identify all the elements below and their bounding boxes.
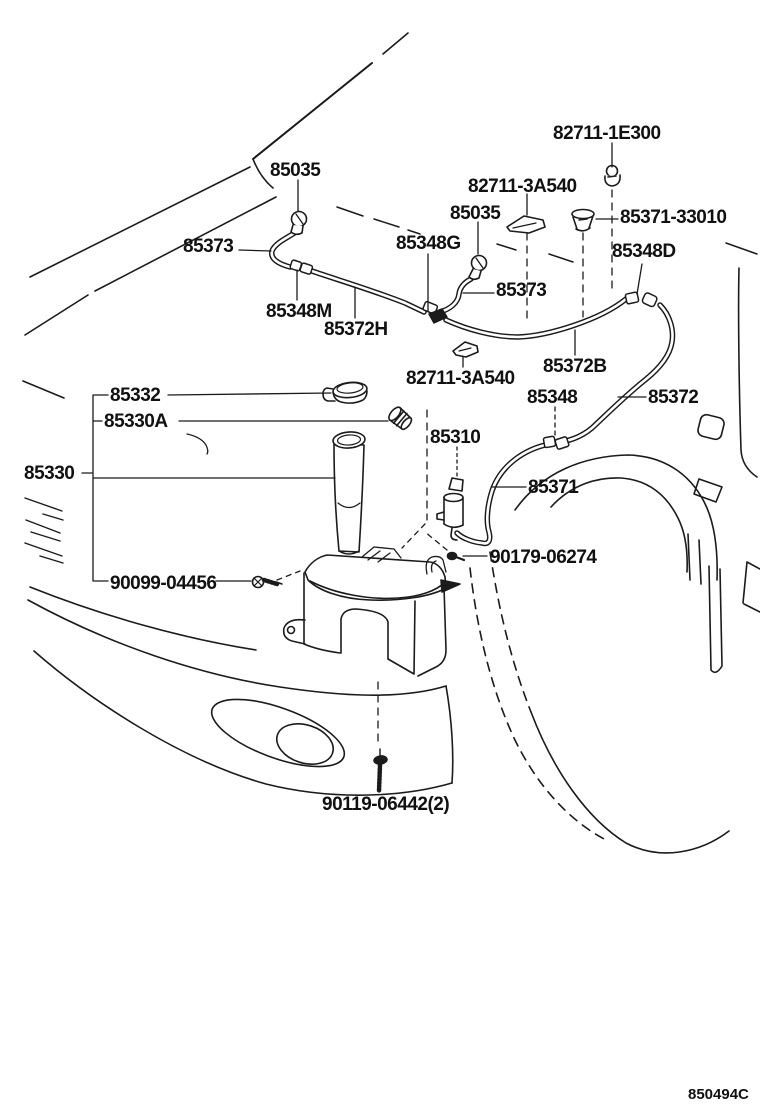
joint-85348 [542, 435, 557, 449]
front-bumper [27, 586, 454, 796]
washer-nozzle-2 [468, 254, 488, 281]
part-label-90179-06274: 90179-06274 [490, 547, 597, 568]
part-label-82711-3A540-1: 82711-3A540 [468, 176, 577, 197]
washer-jar-85330 [282, 546, 461, 677]
clip-82711-3A540-2 [452, 341, 479, 358]
part-label-85310: 85310 [430, 427, 481, 448]
part-label-85330A: 85330A [104, 411, 168, 432]
part-label-85035-2: 85035 [450, 203, 501, 224]
part-label-85330: 85330 [24, 463, 75, 484]
clip-82711-3A540-1 [506, 215, 546, 234]
part-label-82711-1E300: 82711-1E300 [553, 123, 661, 144]
part-label-85035-1: 85035 [270, 160, 321, 181]
leader-lines [81, 142, 647, 746]
part-label-85348M: 85348M [266, 301, 332, 322]
body-side-panel [693, 267, 760, 613]
part-label-90099-04456: 90099-04456 [110, 573, 217, 594]
washer-nozzle-1 [290, 210, 308, 236]
wheel-arch [469, 454, 730, 854]
filler-neck [332, 431, 366, 555]
grommet-85330A [388, 406, 413, 431]
hose-joints [289, 259, 658, 450]
insert-arrow-icon [440, 579, 461, 593]
part-label-85372H: 85372H [324, 319, 388, 340]
part-label-85371-33010: 85371-33010 [620, 207, 727, 228]
bolt-90119-06442 [373, 748, 388, 794]
hoses-inner [270, 230, 674, 545]
part-label-82711-3A540-2: 82711-3A540 [406, 368, 515, 389]
body-cowl-lines [22, 32, 758, 564]
washer-pump-85310 [436, 477, 464, 541]
grommet-82711-1E300 [604, 164, 621, 187]
hose-85373-2 [437, 276, 474, 315]
bolt-90179-06274 [446, 551, 466, 562]
part-label-85373-2: 85373 [496, 280, 547, 301]
part-label-85348D: 85348D [612, 241, 676, 262]
screw-90099-04456 [251, 575, 283, 589]
jar-cap-85332 [322, 381, 368, 404]
joint-85348D [624, 291, 640, 305]
part-label-85372: 85372 [648, 387, 699, 408]
part-label-85371: 85371 [528, 477, 579, 498]
fog-lamp-recess [210, 698, 346, 768]
joint-85348G [422, 300, 439, 315]
part-label-85332: 85332 [110, 385, 161, 406]
part-label-85348G: 85348G [396, 233, 461, 254]
fog-lamp [276, 723, 334, 765]
part-label-85372B: 85372B [543, 356, 607, 377]
part-label-85373-1: 85373 [183, 236, 234, 257]
part-label-85348: 85348 [527, 387, 578, 408]
diagram-code: 850494C [688, 1086, 749, 1103]
clip-85371-33010 [571, 208, 595, 232]
part-label-90119-06442: 90119-06442(2) [322, 794, 450, 815]
